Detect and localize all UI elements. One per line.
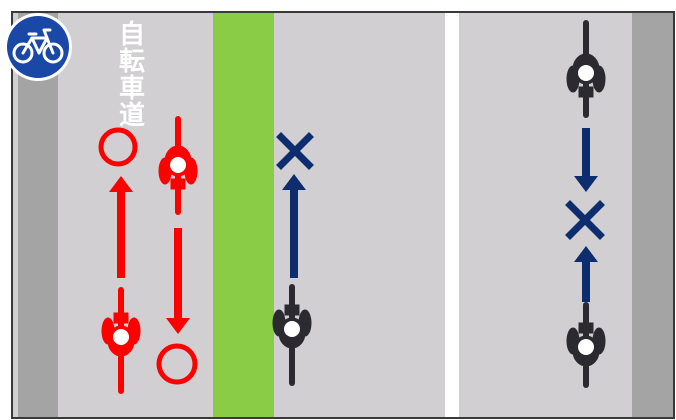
center-white-line <box>445 12 459 418</box>
green-separator <box>213 12 274 418</box>
road-marking-char-1: 自 <box>119 22 145 49</box>
curb-right <box>632 12 674 418</box>
bicycle-lane-road-marking: 自 転 車 道 <box>112 22 152 130</box>
road-marking-char-2: 転 <box>119 49 145 76</box>
bicycle-lane-sign <box>4 13 72 81</box>
road-marking-char-3: 車 <box>119 76 145 103</box>
road-marking-char-4: 道 <box>119 103 145 130</box>
